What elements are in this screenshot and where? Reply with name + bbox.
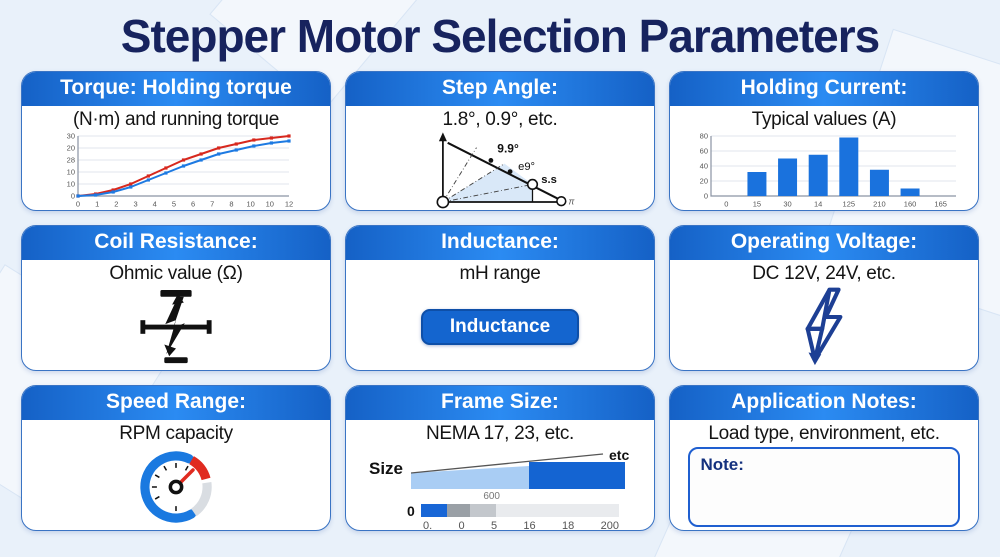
svg-text:15: 15 xyxy=(753,200,761,209)
svg-text:6: 6 xyxy=(191,200,195,209)
svg-text:30: 30 xyxy=(783,200,791,209)
svg-text:0: 0 xyxy=(724,200,728,209)
card-coil-resistance-title: Coil Resistance: xyxy=(22,225,330,260)
scale-tick: 5 xyxy=(490,519,498,530)
svg-text:40: 40 xyxy=(700,162,708,171)
page-title: Stepper Motor Selection Parameters xyxy=(120,10,880,62)
svg-text:80: 80 xyxy=(700,132,708,141)
card-speed-range-subtitle: RPM capacity xyxy=(119,422,233,444)
card-holding-current-subtitle: Typical values (A) xyxy=(751,108,897,130)
svg-text:20: 20 xyxy=(700,177,708,186)
card-speed-range: Speed Range: RPM capacity xyxy=(21,384,331,531)
step-angle-point-label: s.s xyxy=(541,174,557,186)
svg-text:0: 0 xyxy=(76,200,80,209)
svg-text:7: 7 xyxy=(210,200,214,209)
svg-text:14: 14 xyxy=(814,200,822,209)
card-torque: Torque: Holding torque (N·m) and running… xyxy=(21,70,331,211)
svg-text:10: 10 xyxy=(67,180,75,189)
svg-text:10: 10 xyxy=(246,200,254,209)
svg-text:20: 20 xyxy=(67,144,75,153)
card-frame-size-subtitle: NEMA 17, 23, etc. xyxy=(425,422,575,444)
scale-tick: 18 xyxy=(562,519,575,530)
step-angle-diagram: 9.9° e9° s.s π xyxy=(436,132,575,209)
card-grid: Torque: Holding torque (N·m) and running… xyxy=(0,70,1000,531)
card-holding-current-title: Holding Current: xyxy=(670,71,978,106)
card-operating-voltage-subtitle: DC 12V, 24V, etc. xyxy=(752,262,896,284)
svg-text:4: 4 xyxy=(153,200,157,209)
card-speed-range-title: Speed Range: xyxy=(22,385,330,420)
scale-tick: 0. xyxy=(423,519,433,530)
svg-text:2: 2 xyxy=(114,200,118,209)
card-frame-size: Frame Size: NEMA 17, 23, etc. Size etc 6… xyxy=(345,384,655,531)
scale-tick: 200 xyxy=(600,519,619,530)
svg-text:1: 1 xyxy=(95,200,99,209)
svg-text:210: 210 xyxy=(873,200,886,209)
card-inductance-title: Inductance: xyxy=(346,225,654,260)
svg-text:125: 125 xyxy=(843,200,856,209)
svg-text:28: 28 xyxy=(67,156,75,165)
frame-size-zero-label: 0 xyxy=(407,502,415,519)
frame-size-etc-label: etc xyxy=(609,447,629,463)
frame-size-scale-bar xyxy=(420,504,619,517)
frame-size-scale-ticks: 0. 0 5 16 18 200 xyxy=(407,520,619,530)
card-application-notes-title: Application Notes: xyxy=(670,385,978,420)
svg-text:165: 165 xyxy=(934,200,947,209)
note-label: Note: xyxy=(700,455,744,474)
scale-tick: 16 xyxy=(523,519,536,530)
svg-text:0: 0 xyxy=(71,192,75,201)
svg-text:30: 30 xyxy=(67,132,75,141)
svg-text:10: 10 xyxy=(67,168,75,177)
card-torque-title: Torque: Holding torque xyxy=(22,71,330,106)
frame-size-scale-value: 600 xyxy=(483,490,500,502)
card-step-angle-subtitle: 1.8°, 0.9°, etc. xyxy=(442,108,558,130)
frame-size-diagram: Size etc xyxy=(369,447,631,491)
frame-size-label: Size xyxy=(368,458,404,478)
card-coil-resistance-subtitle: Ohmic value (Ω) xyxy=(109,262,243,284)
card-step-angle: Step Angle: 1.8°, 0.9°, etc. xyxy=(345,70,655,211)
svg-text:60: 60 xyxy=(700,147,708,156)
svg-text:0: 0 xyxy=(704,192,708,201)
svg-text:8: 8 xyxy=(229,200,233,209)
resistor-icon xyxy=(140,289,212,364)
step-angle-label-1: 9.9° xyxy=(497,141,519,155)
card-inductance-subtitle: mH range xyxy=(459,262,541,284)
lightning-bolt-icon xyxy=(805,287,843,366)
card-application-notes: Application Notes: Load type, environmen… xyxy=(669,384,979,531)
frame-size-bar: etc xyxy=(411,447,629,489)
svg-text:160: 160 xyxy=(904,200,917,209)
step-angle-axis-label: π xyxy=(568,196,575,206)
svg-text:12: 12 xyxy=(285,200,293,209)
svg-text:10: 10 xyxy=(266,200,274,209)
card-application-notes-subtitle: Load type, environment, etc. xyxy=(708,422,940,444)
card-step-angle-title: Step Angle: xyxy=(346,71,654,106)
card-coil-resistance: Coil Resistance: Ohmic value (Ω) xyxy=(21,224,331,371)
svg-text:3: 3 xyxy=(133,200,137,209)
card-torque-subtitle: (N·m) and running torque xyxy=(72,108,280,130)
svg-text:5: 5 xyxy=(172,200,176,209)
card-frame-size-title: Frame Size: xyxy=(346,385,654,420)
card-operating-voltage-title: Operating Voltage: xyxy=(670,225,978,260)
inductance-button[interactable]: Inductance xyxy=(420,309,580,345)
card-holding-current: Holding Current: Typical values (A) 80 60… xyxy=(669,70,979,211)
note-box[interactable]: Note: xyxy=(688,447,960,527)
scale-tick: 0 xyxy=(458,519,465,530)
step-angle-label-2: e9° xyxy=(518,161,535,173)
card-inductance: Inductance: mH range Inductance xyxy=(345,224,655,371)
frame-size-scale: 600 0 0. 0 5 16 18 200 xyxy=(407,491,619,530)
holding-current-bar-chart: 80 60 40 20 0 0 15 30 14 125 210 160 165 xyxy=(700,132,956,209)
speedometer-icon xyxy=(140,451,212,523)
card-operating-voltage: Operating Voltage: DC 12V, 24V, etc. xyxy=(669,224,979,371)
